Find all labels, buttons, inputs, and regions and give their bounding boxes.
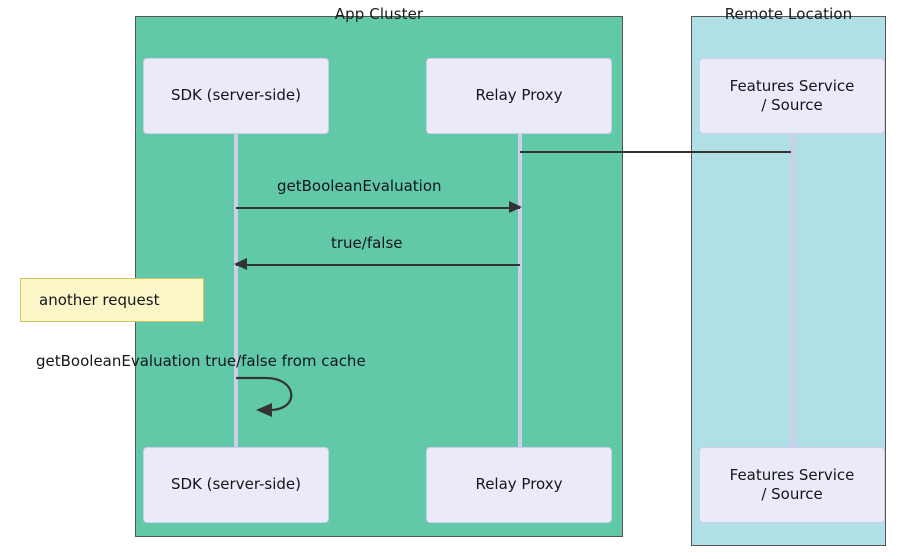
arrow-head-left-icon (234, 258, 247, 270)
participant-features-service-bottom-label-line2: / Source (761, 485, 823, 503)
message-label-self-cache: getBooleanEvaluation true/false from cac… (36, 352, 366, 370)
note-another-request: another request (20, 278, 204, 322)
group-label-app-cluster: App Cluster (334, 5, 424, 23)
participant-features-service-bottom[interactable]: Features Service / Source (699, 447, 885, 523)
note-another-request-label: another request (39, 291, 160, 309)
participant-features-service-top-label-line2: / Source (761, 96, 823, 114)
message-label-true-false: true/false (331, 234, 403, 252)
group-label-remote-location: Remote Location (724, 5, 853, 23)
self-message-loop-sdk (236, 376, 293, 417)
participant-features-service-top-label-line1: Features Service (729, 76, 855, 95)
participant-relay-proxy-bottom-label: Relay Proxy (475, 475, 563, 494)
message-line-true-false (236, 264, 520, 266)
participant-sdk-bottom-label: SDK (server-side) (170, 475, 302, 494)
lifeline-relay-proxy (518, 132, 522, 450)
message-line-get-boolean-evaluation (236, 207, 520, 209)
participant-features-service-bottom-label-line1: Features Service (729, 465, 855, 484)
participant-features-service-top[interactable]: Features Service / Source (699, 58, 885, 134)
self-loop-path (236, 376, 293, 412)
participant-sdk-top-label: SDK (server-side) (170, 86, 302, 105)
message-label-get-boolean-evaluation: getBooleanEvaluation (277, 177, 442, 195)
participant-relay-proxy-bottom[interactable]: Relay Proxy (426, 447, 612, 523)
lifeline-sdk (234, 132, 238, 450)
participant-sdk-bottom[interactable]: SDK (server-side) (143, 447, 329, 523)
arrow-head-right-icon (509, 201, 522, 213)
arrow-head-self-icon (256, 403, 272, 417)
participant-relay-proxy-top[interactable]: Relay Proxy (426, 58, 612, 134)
connector-relay-proxy-to-features-service (520, 151, 791, 153)
lifeline-features-service (791, 132, 795, 450)
participant-sdk-top[interactable]: SDK (server-side) (143, 58, 329, 134)
participant-relay-proxy-top-label: Relay Proxy (475, 86, 563, 105)
